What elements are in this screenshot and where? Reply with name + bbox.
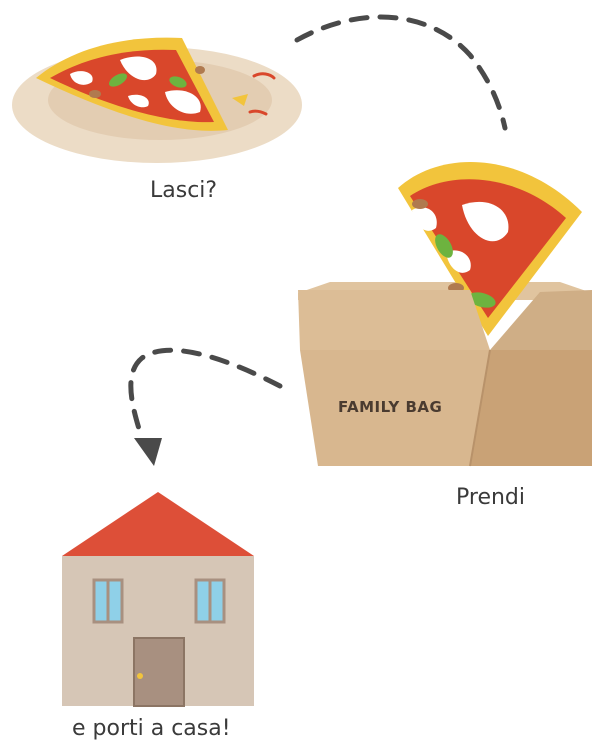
plate-mushroom-1 [89, 90, 101, 98]
family-bag-box [298, 162, 592, 466]
caption-take: Prendi [456, 485, 525, 510]
plate-with-pizza-slice [12, 38, 302, 163]
box-side [470, 350, 592, 466]
house-door [134, 638, 184, 706]
plate-mushroom-2 [195, 66, 205, 74]
caption-home: e porti a casa! [72, 716, 231, 741]
bag-label: FAMILY BAG [338, 398, 442, 416]
house-door-knob [137, 673, 143, 679]
dashed-arrow-plate-to-bag [297, 17, 505, 128]
caption-leave: Lasci? [150, 178, 217, 203]
arrow-head-icon [134, 438, 162, 466]
house-roof [62, 492, 254, 556]
bag-mushroom-1 [412, 199, 428, 209]
house [62, 492, 254, 706]
box-front-flap-left [298, 290, 490, 350]
dashed-arrow-bag-to-house [131, 350, 280, 432]
